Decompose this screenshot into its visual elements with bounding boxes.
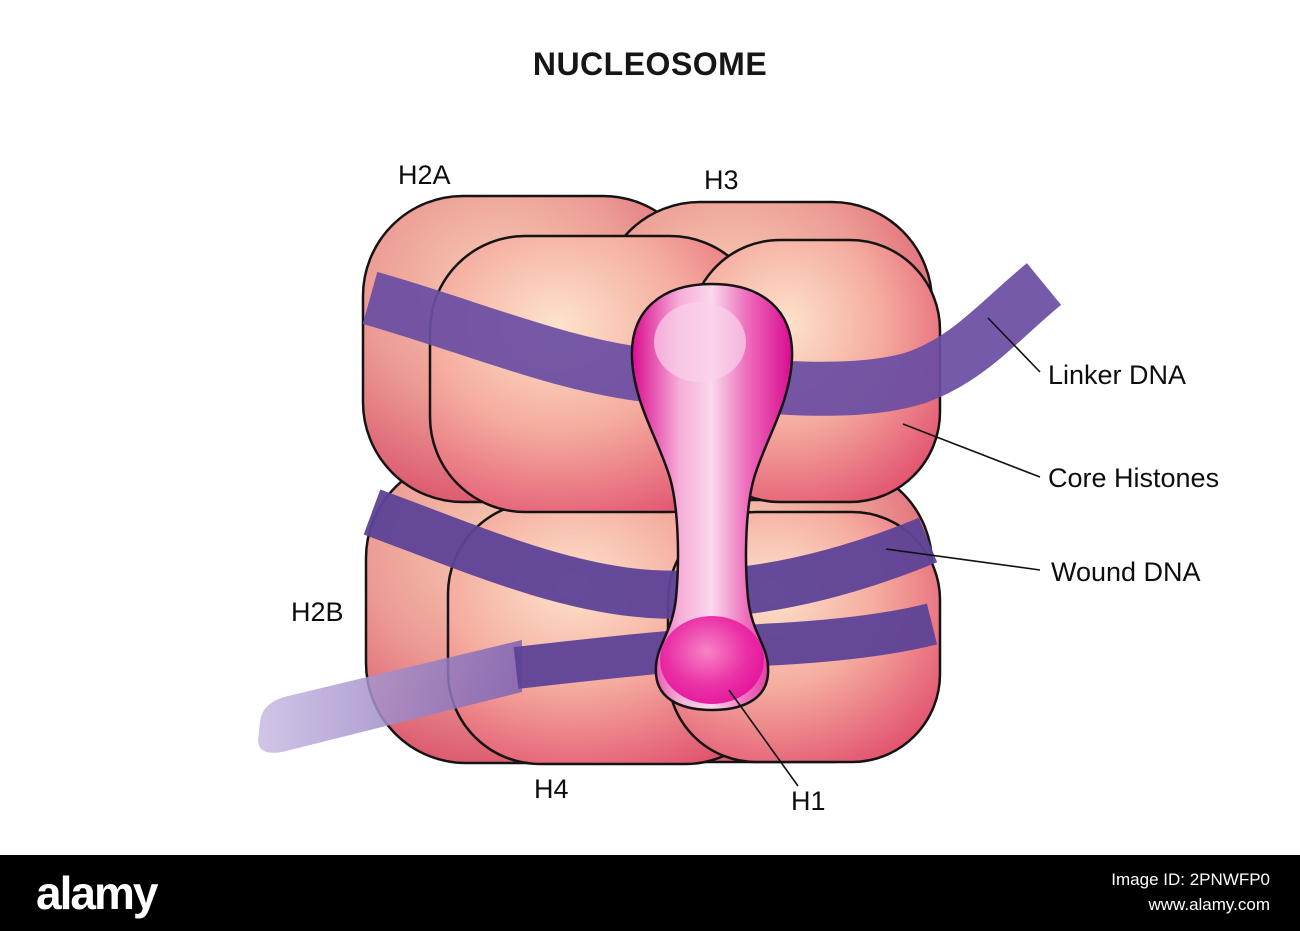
- pointer-line-wound-dna: [885, 548, 1041, 571]
- label-h2b: H2B: [291, 597, 344, 627]
- label-wound-dna: Wound DNA: [1051, 557, 1201, 587]
- page-title: NUCLEOSOME: [532, 46, 768, 82]
- watermark-bar: alamy Image ID: 2PNWFP0 www.alamy.com: [0, 855, 1300, 931]
- pointer-line-core-histones: [902, 423, 1041, 478]
- h1-histone-shape: [630, 282, 794, 712]
- label-h4: H4: [534, 774, 569, 804]
- label-h3: H3: [704, 165, 739, 195]
- label-core-histones: Core Histones: [1048, 463, 1220, 493]
- linker-dna-tail-lower-left: [258, 640, 522, 753]
- wound-dna-ribbon-middle: [363, 489, 938, 619]
- label-h1: H1: [791, 786, 826, 816]
- h1-histone-bottom-bulb: [660, 616, 764, 704]
- pointer-line-h1: [728, 689, 799, 787]
- wound-dna-ribbon-bottom: [513, 603, 938, 689]
- label-h2a: H2A: [398, 160, 451, 190]
- pointer-lines: [728, 317, 1041, 787]
- alamy-logo: alamy: [36, 867, 158, 919]
- h1-histone-highlight: [654, 302, 746, 382]
- watermark-credit: Image ID: 2PNWFP0 www.alamy.com: [1111, 868, 1270, 917]
- label-linker-dna: Linker DNA: [1048, 360, 1187, 390]
- image-id-text: Image ID: 2PNWFP0: [1111, 870, 1270, 890]
- h1-histone: [630, 282, 794, 712]
- pointer-line-linker-dna: [987, 317, 1041, 373]
- alamy-url-text: www.alamy.com: [1148, 895, 1270, 914]
